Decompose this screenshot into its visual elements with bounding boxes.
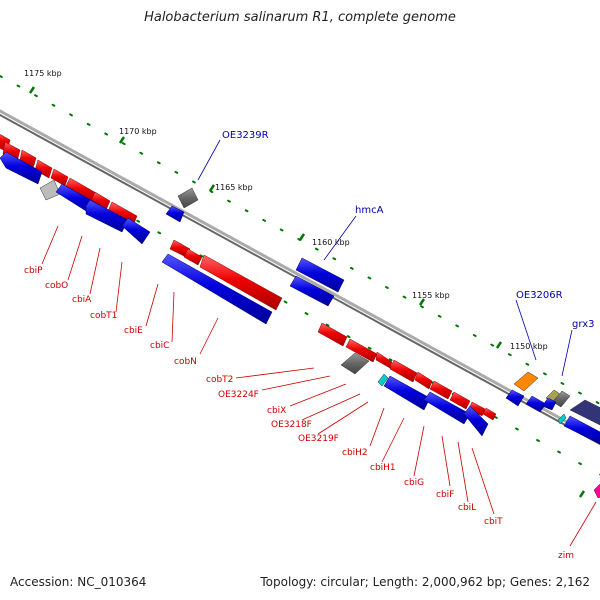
scale-label: 1170 kbp: [119, 127, 157, 136]
gene-label: cobO: [45, 281, 68, 291]
gene-label: cbiT: [484, 517, 503, 527]
gene-blue: [165, 205, 185, 223]
gene-navy: [569, 399, 600, 426]
scale-major-ticks: [28, 86, 586, 498]
gene-label: OE3239R: [222, 130, 269, 141]
gene-orange: [513, 371, 539, 392]
gene-gray: [552, 390, 571, 408]
gene-blue: [541, 397, 557, 411]
gene-red: [429, 380, 453, 400]
leader-lines-blue: [197, 139, 573, 377]
scale-label: 1150 kbp: [510, 342, 548, 351]
gene-red: [34, 159, 53, 179]
gene-labels-red: cbiP cobO cbiA cobT1 cbiE cbiC cobN cobT…: [24, 266, 574, 561]
gene-label: cbiE: [124, 326, 143, 336]
gene-red: [414, 371, 433, 390]
accession-text: Accession: NC_010364: [10, 575, 147, 589]
scale-labels: 1175 kbp 1170 kbp 1165 kbp 1160 kbp 1155…: [24, 69, 548, 351]
gene-blue: [563, 415, 600, 445]
scale-label: 1155 kbp: [412, 291, 450, 300]
topology-text: Topology: circular; Length: 2,000,962 bp…: [260, 575, 590, 589]
gene-label: grx3: [572, 319, 594, 330]
gene-blue: [121, 217, 151, 245]
gene-red: [389, 359, 418, 383]
gene-label: cbiP: [24, 266, 43, 276]
gene-blue: [289, 275, 335, 307]
gene-label: cbiG: [404, 478, 424, 488]
gene-label: cbiA: [72, 295, 92, 305]
gene-red: [375, 351, 393, 369]
gene-blue: [295, 257, 345, 293]
gene-lightgray: [39, 179, 61, 201]
gene-red: [482, 407, 497, 421]
gene-label: cobT2: [206, 375, 233, 385]
gene-cyan: [557, 413, 567, 425]
gene-label: hmcA: [355, 205, 384, 216]
gene-gray: [177, 187, 199, 209]
gene-label: cbiX: [267, 406, 286, 416]
gene-blue: [0, 151, 43, 185]
gene-label: cobN: [174, 357, 197, 367]
gene-label: cbiL: [458, 503, 476, 513]
gene-cyan: [377, 373, 389, 387]
gene-label: OE3219F: [298, 434, 339, 444]
gene-blue: [463, 405, 489, 437]
gene-magenta: [593, 483, 600, 499]
gene-label: cobT1: [90, 311, 117, 321]
scale-label: 1165 kbp: [215, 183, 253, 192]
gene-label: OE3206R: [516, 290, 563, 301]
map-title: Halobacterium salinarum R1, complete gen…: [144, 10, 456, 25]
gene-red: [183, 248, 203, 266]
gene-labels-blue: OE3239R hmcA OE3206R grx3: [222, 130, 594, 330]
gene-blue: [161, 253, 273, 325]
gene-blue: [505, 389, 525, 407]
leader-lines: [41, 225, 597, 547]
gene-label: cbiF: [436, 490, 454, 500]
gene-red: [449, 391, 471, 410]
gene-gray: [340, 352, 370, 375]
gene-label: cbiH1: [370, 463, 396, 473]
gene-label: cbiC: [150, 341, 169, 351]
gene-red: [199, 254, 283, 311]
gene-label: zim: [558, 551, 574, 561]
gene-red: [345, 338, 378, 363]
gene-label: OE3224F: [218, 390, 259, 400]
gene-label: OE3218F: [271, 420, 312, 430]
scale-label: 1160 kbp: [312, 238, 350, 247]
reverse-genes: [0, 151, 600, 445]
gene-red: [317, 322, 348, 347]
scale-label: 1175 kbp: [24, 69, 62, 78]
gene-label: cbiH2: [342, 448, 368, 458]
